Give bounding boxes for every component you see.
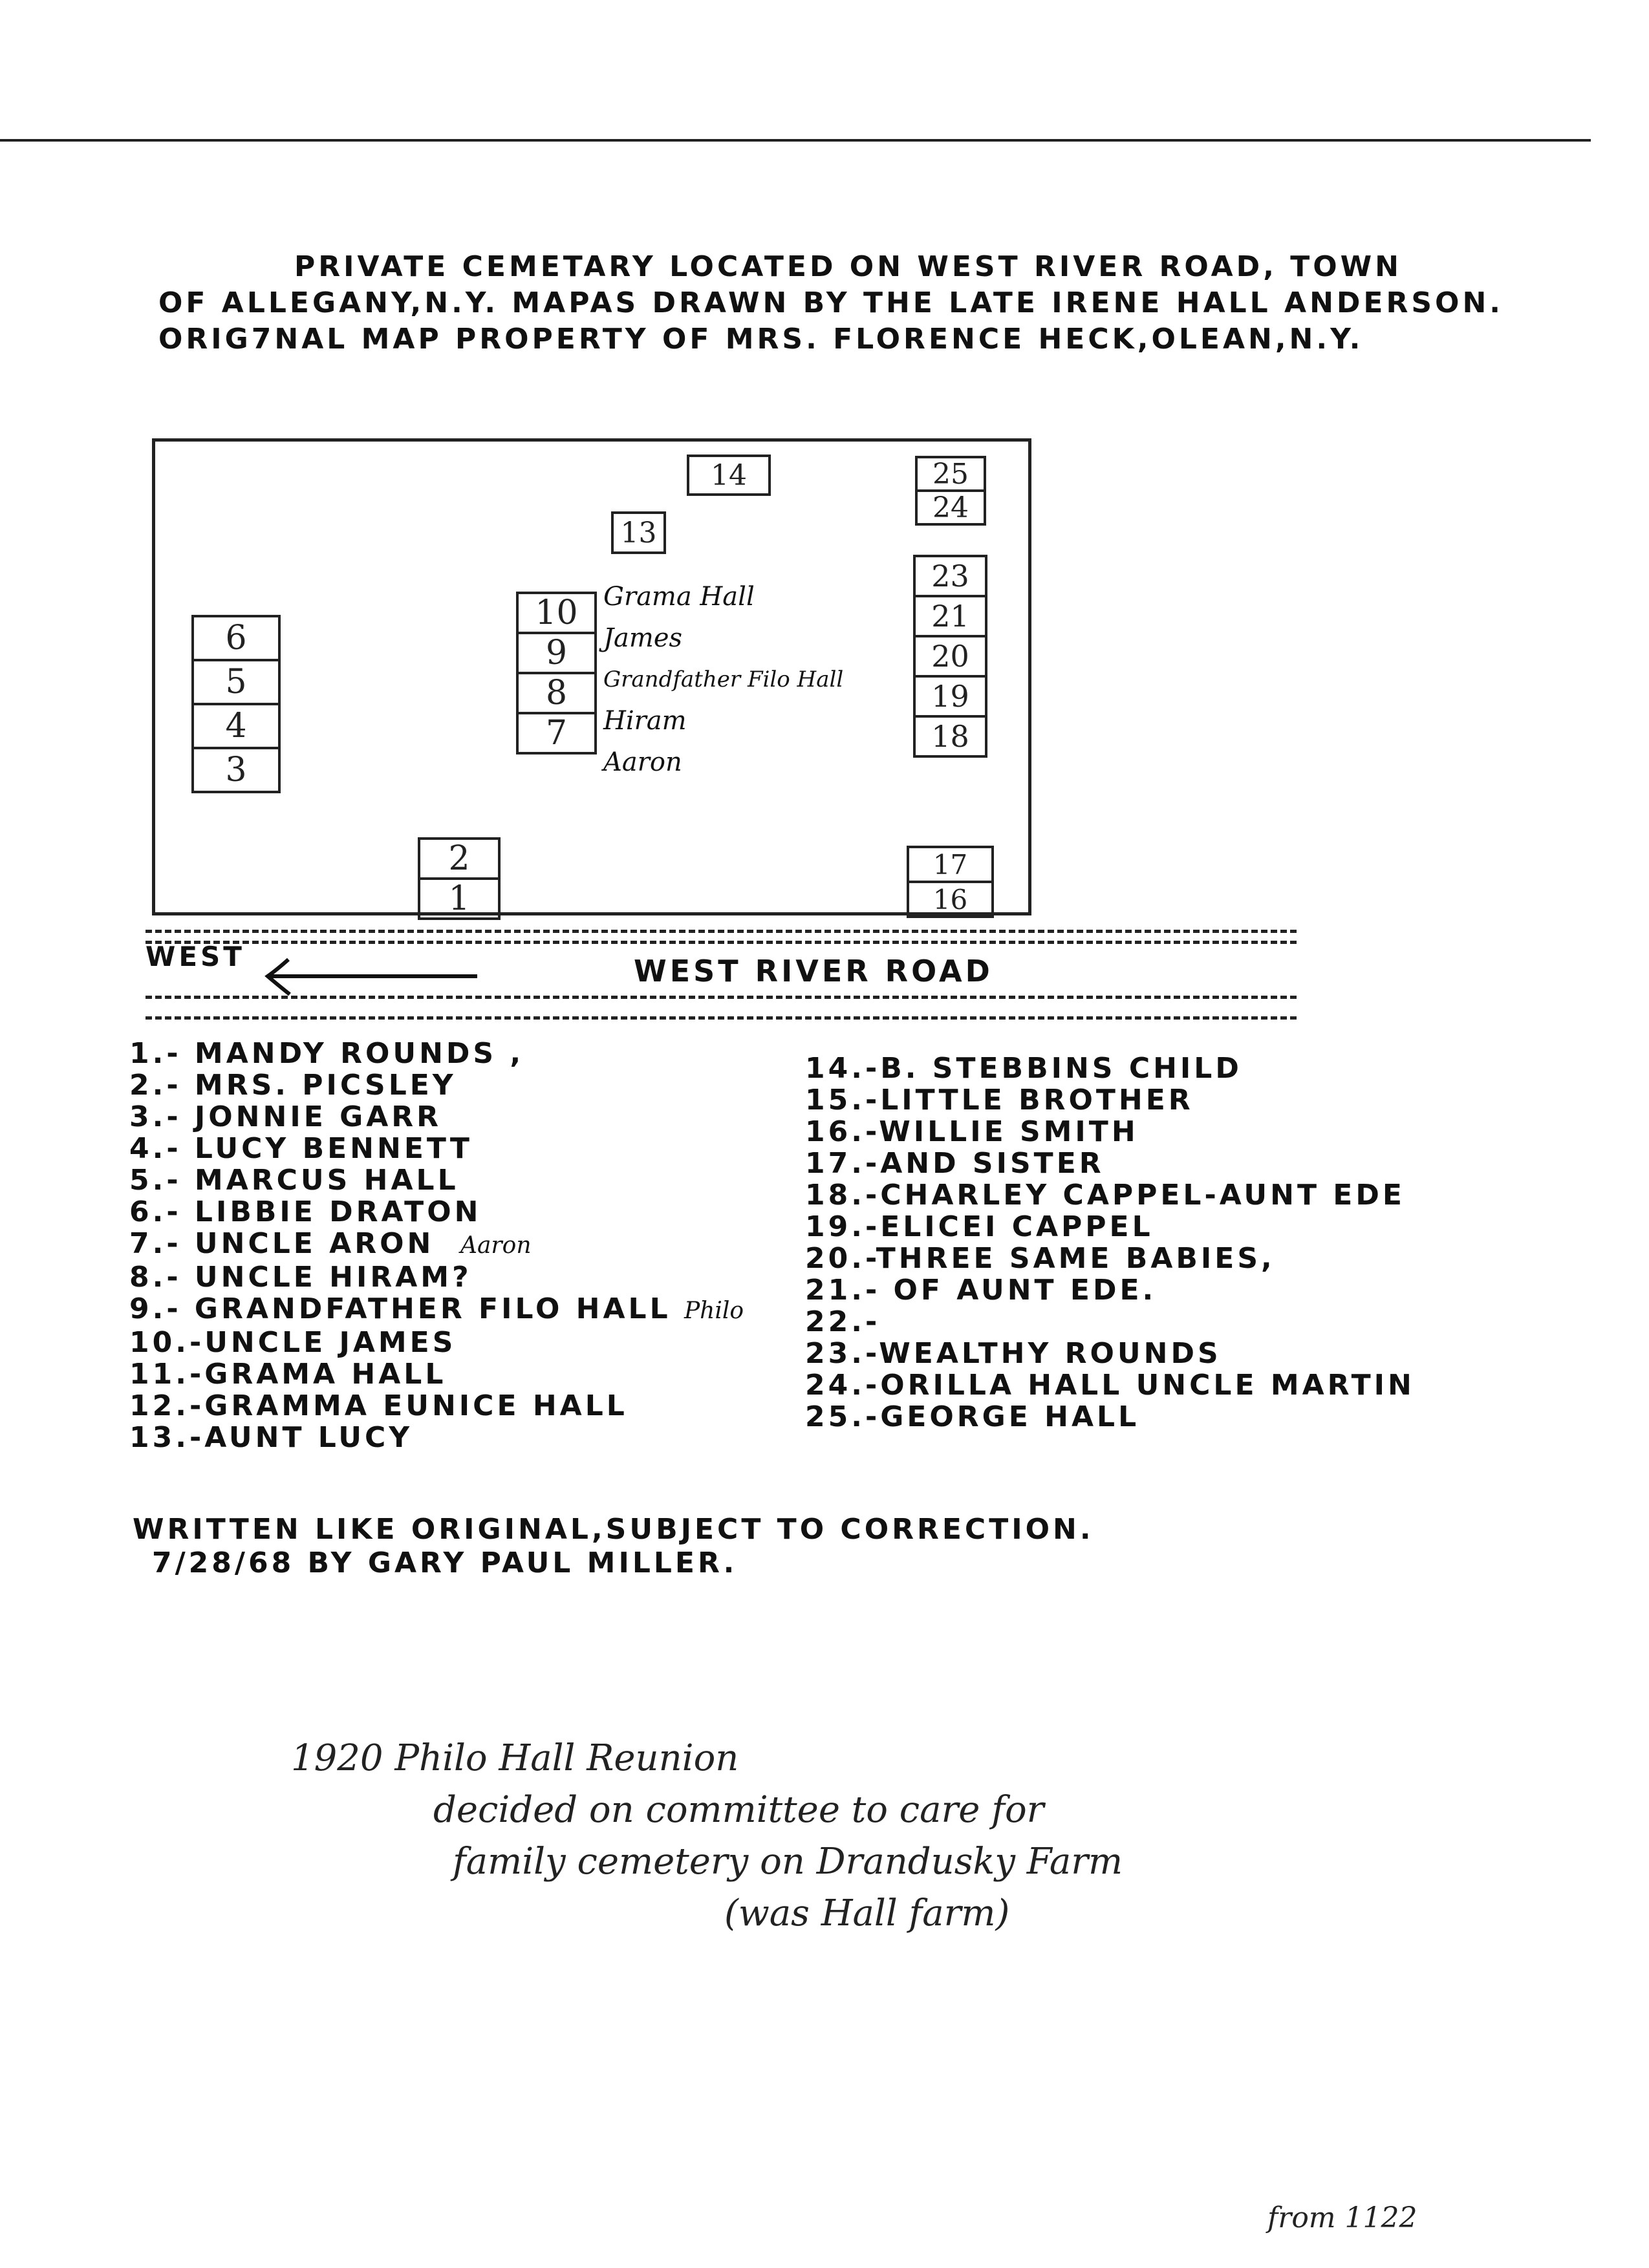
plot-cell: 17 (907, 846, 994, 883)
legend-entry: 3.- JONNIE GARR (129, 1100, 442, 1133)
road-edge-top-inner (146, 941, 1297, 944)
legend-right-column: 14.-B. STEBBINS CHILD 15.-LITTLE BROTHER… (805, 1053, 1415, 1433)
top-rule (0, 139, 1591, 142)
document-footer: WRITTEN LIKE ORIGINAL,SUBJECT TO CORRECT… (133, 1513, 1094, 1580)
plot-group-center: 10 9 8 7 (516, 592, 597, 754)
plot-cell: 18 (913, 715, 987, 758)
plot-cell: 24 (915, 489, 986, 526)
legend-note-aaron: Aaron (460, 1232, 532, 1259)
legend-entry: 11.-GRAMA HALL (129, 1358, 447, 1391)
plot-cell: 14 (687, 455, 771, 496)
plot-cell: 3 (191, 747, 281, 793)
handwritten-note: 1920 Philo Hall Reunion decided on commi… (291, 1733, 1123, 1940)
grave-label: Aaron (603, 747, 682, 777)
plot-cell: 13 (611, 511, 666, 554)
plot-group-top-left-small: 13 (611, 511, 666, 554)
footer-line-2: 7/28/68 BY GARY PAUL MILLER. (152, 1546, 738, 1579)
plot-group-right-top: 25 24 (915, 456, 986, 526)
plot-group-left: 6 5 4 3 (191, 615, 281, 793)
plot-cell: 21 (913, 595, 987, 637)
plot-cell: 19 (913, 675, 987, 718)
legend-entry: 16.-WILLIE SMITH (805, 1115, 1139, 1148)
legend-entry: 8.- UNCLE HIRAM? (129, 1261, 472, 1294)
legend-entry: 12.-GRAMMA EUNICE HALL (129, 1389, 628, 1422)
legend-entry: 6.- LIBBIE DRATON (129, 1195, 482, 1228)
legend-entry: 15.-LITTLE BROTHER (805, 1084, 1194, 1117)
handwritten-signature: from 1122 (1267, 2201, 1417, 2234)
plot-cell: 23 (913, 555, 987, 597)
document-header: PRIVATE CEMETARY LOCATED ON WEST RIVER R… (158, 249, 1503, 358)
plot-group-bottom-mid: 2 1 (418, 837, 501, 920)
road-edge-bottom (146, 996, 1297, 999)
legend-entry: 18.-CHARLEY CAPPEL-AUNT EDE (805, 1179, 1405, 1212)
header-line-2: OF ALLEGANY,N.Y. MAPAS DRAWN BY THE LATE… (158, 286, 1503, 319)
legend-entry: 4.- LUCY BENNETT (129, 1132, 473, 1165)
plot-cell: 4 (191, 703, 281, 749)
header-line-1: PRIVATE CEMETARY LOCATED ON WEST RIVER R… (294, 250, 1403, 283)
legend-entry: 25.-GEORGE HALL (805, 1400, 1140, 1433)
road-name: WEST RIVER ROAD (634, 954, 993, 989)
legend-left-column: 1.- MANDY ROUNDS , 2.- MRS. PICSLEY 3.- … (129, 1038, 744, 1453)
legend-entry: 23.-WEALTHY ROUNDS (805, 1337, 1222, 1370)
legend-entry: 5.- MARCUS HALL (129, 1164, 459, 1197)
cemetery-map: 6 5 4 3 10 9 8 7 Grama Hall James Grandf… (152, 438, 1031, 920)
plot-cell: 6 (191, 615, 281, 661)
handwritten-line-2: decided on committee to care for (433, 1789, 1044, 1831)
grave-label: Grandfather Filo Hall (603, 667, 844, 692)
legend-entry: 7.- UNCLE ARON Aaron (129, 1228, 744, 1261)
legend-entry: 9.- GRANDFATHER FILO HALL Philo (129, 1293, 744, 1327)
plot-group-right-mid: 23 21 20 19 18 (913, 555, 987, 758)
legend-entry-text: 9.- GRANDFATHER FILO HALL (129, 1292, 671, 1325)
grave-label: Grama Hall (603, 582, 755, 612)
plot-cell: 20 (913, 635, 987, 678)
legend-entry: 24.-ORILLA HALL UNCLE MARTIN (805, 1369, 1415, 1402)
plot-group-top-mid-small: 14 (687, 455, 771, 496)
center-plot-labels: Grama Hall James Grandfather Filo Hall H… (603, 576, 843, 783)
legend-entry: 14.-B. STEBBINS CHILD (805, 1052, 1242, 1085)
plot-cell: 9 (516, 632, 597, 674)
handwritten-line-3: family cemetery on Drandusky Farm (453, 1841, 1123, 1883)
legend-entry: 19.-ELICEI CAPPEL (805, 1210, 1154, 1243)
legend-entry: 21.- OF AUNT EDE. (805, 1274, 1157, 1307)
plot-group-right-bottom: 17 16 (907, 846, 994, 918)
plot-cell: 5 (191, 659, 281, 705)
plot-cell: 1 (418, 877, 501, 920)
legend-entry: 17.-AND SISTER (805, 1147, 1105, 1180)
legend-entry-text: 7.- UNCLE ARON (129, 1227, 435, 1260)
grave-label: James (603, 623, 683, 653)
legend-entry: 1.- MANDY ROUNDS , (129, 1037, 524, 1070)
plot-cell: 2 (418, 837, 501, 880)
plot-cell: 16 (907, 881, 994, 918)
plot-cell: 7 (516, 712, 597, 754)
header-line-3: ORIG7NAL MAP PROPERTY OF MRS. FLORENCE H… (158, 323, 1364, 356)
handwritten-line-1: 1920 Philo Hall Reunion (291, 1737, 739, 1779)
handwritten-line-4: (was Hall farm) (724, 1892, 1010, 1934)
footer-line-1: WRITTEN LIKE ORIGINAL,SUBJECT TO CORRECT… (133, 1513, 1094, 1546)
road-edge-bottom-outer (146, 1016, 1297, 1020)
plot-cell: 8 (516, 672, 597, 714)
legend-entry: 10.-UNCLE JAMES (129, 1326, 457, 1359)
grave-label: Hiram (603, 706, 687, 736)
legend-entry: 13.-AUNT LUCY (129, 1421, 413, 1454)
legend-entry: 22.- (805, 1305, 881, 1338)
plot-cell: 25 (915, 456, 986, 492)
legend-entry: 2.- MRS. PICSLEY (129, 1069, 457, 1102)
legend-note-philo: Philo (684, 1298, 744, 1324)
legend-entry: 20.-THREE SAME BABIES, (805, 1242, 1275, 1275)
west-arrow-icon (264, 957, 477, 996)
plot-cell: 10 (516, 592, 597, 634)
west-label: WEST (146, 941, 245, 972)
road-edge-top (146, 930, 1297, 933)
